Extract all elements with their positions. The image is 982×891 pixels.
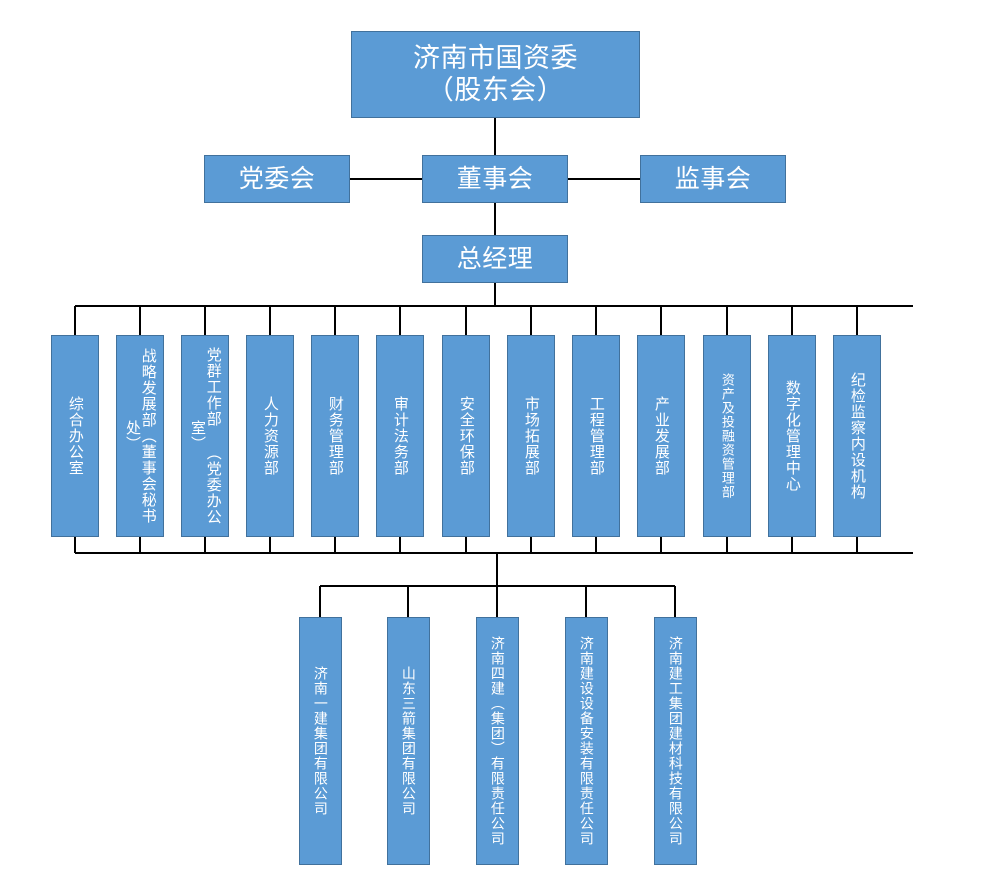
node-subsidiary-1[interactable]: 山东三箭集团有限公司 — [387, 617, 430, 865]
node-subsidiary-3-label: 济南建设设备安装有限责任公司 — [578, 636, 595, 846]
node-subsidiary-1-label: 山东三箭集团有限公司 — [400, 666, 417, 816]
node-department-11[interactable]: 数字化管理中心 — [768, 335, 816, 537]
node-root-label: 济南市国资委 （股东会） — [413, 43, 578, 105]
node-root-sasac[interactable]: 济南市国资委 （股东会） — [351, 31, 640, 118]
node-department-0-label: 综合办公室 — [66, 396, 84, 476]
node-department-3-label: 人力资源部 — [261, 396, 279, 476]
node-board-of-supervisors-label: 监事会 — [674, 164, 752, 193]
node-subsidiary-2[interactable]: 济南四建（集团）有限责任公司 — [476, 617, 519, 865]
node-subsidiary-4-label: 济南建工集团建材科技有限公司 — [667, 636, 684, 846]
node-department-5[interactable]: 审计法务部 — [376, 335, 424, 537]
node-department-7[interactable]: 市场拓展部 — [507, 335, 555, 537]
node-department-3[interactable]: 人力资源部 — [246, 335, 294, 537]
node-subsidiary-3[interactable]: 济南建设设备安装有限责任公司 — [565, 617, 608, 865]
node-board-of-supervisors[interactable]: 监事会 — [640, 155, 786, 203]
node-general-manager-label: 总经理 — [456, 244, 534, 273]
node-department-12[interactable]: 纪检监察内设机构 — [833, 335, 881, 537]
node-board-of-directors-label: 董事会 — [456, 164, 534, 193]
node-department-6-label: 安全环保部 — [457, 396, 475, 476]
node-department-1-label: 战略发展部（董事会秘书处） — [124, 348, 157, 524]
node-subsidiary-2-label: 济南四建（集团）有限责任公司 — [489, 636, 506, 846]
node-department-7-label: 市场拓展部 — [522, 396, 540, 476]
node-department-8[interactable]: 工程管理部 — [572, 335, 620, 537]
node-subsidiary-4[interactable]: 济南建工集团建材科技有限公司 — [654, 617, 697, 865]
node-department-8-label: 工程管理部 — [587, 396, 605, 476]
node-department-10-label: 资产及投融资管理部 — [719, 373, 735, 499]
node-party-committee-label: 党委会 — [238, 164, 316, 193]
node-department-12-label: 纪检监察内设机构 — [848, 372, 866, 500]
node-department-10[interactable]: 资产及投融资管理部 — [703, 335, 751, 537]
node-board-of-directors[interactable]: 董事会 — [422, 155, 568, 203]
node-department-1[interactable]: 战略发展部（董事会秘书处） — [116, 335, 164, 537]
node-subsidiary-0[interactable]: 济南一建集团有限公司 — [299, 617, 342, 865]
node-department-9[interactable]: 产业发展部 — [637, 335, 685, 537]
node-department-2[interactable]: 党群工作部 （党委办公室） — [181, 335, 229, 537]
node-subsidiary-0-label: 济南一建集团有限公司 — [312, 666, 329, 816]
node-department-5-label: 审计法务部 — [391, 396, 409, 476]
node-department-11-label: 数字化管理中心 — [783, 380, 801, 492]
node-department-4[interactable]: 财务管理部 — [311, 335, 359, 537]
node-department-2-label: 党群工作部 （党委办公室） — [189, 347, 222, 525]
node-party-committee[interactable]: 党委会 — [204, 155, 350, 203]
node-department-4-label: 财务管理部 — [326, 396, 344, 476]
node-general-manager[interactable]: 总经理 — [422, 235, 568, 283]
node-department-0[interactable]: 综合办公室 — [51, 335, 99, 537]
node-department-6[interactable]: 安全环保部 — [442, 335, 490, 537]
node-department-9-label: 产业发展部 — [652, 396, 670, 476]
